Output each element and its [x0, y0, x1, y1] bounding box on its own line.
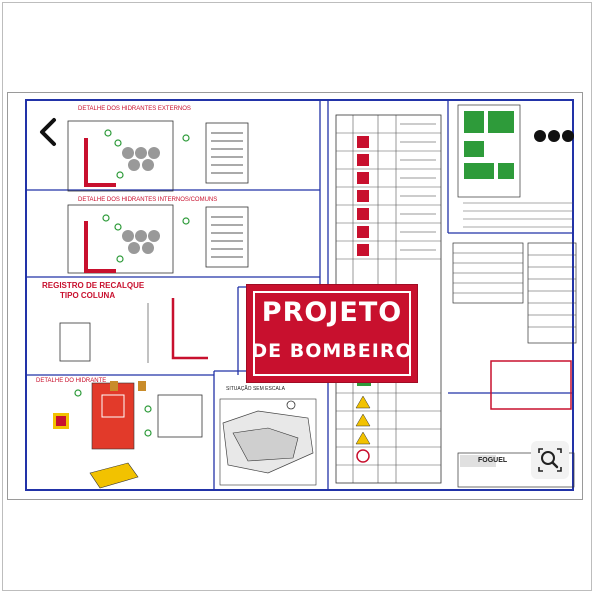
company-name: FOGUEL	[478, 457, 508, 464]
section-title-situation: SITUAÇÃO SEM ESCALA	[226, 386, 285, 392]
section-title-internal: DETALHE DOS HIDRANTES INTERNOS/COMUNS	[78, 197, 218, 203]
stamp-line-1: PROJETO	[261, 297, 403, 328]
section-title-external: DETALHE DOS HIDRANTES EXTERNOS	[78, 106, 191, 112]
section-subtitle-register: TIPO COLUNA	[60, 291, 116, 300]
drawing-border	[25, 99, 574, 491]
stamp-badge: PROJETO DE BOMBEIRO	[246, 284, 418, 383]
stamp-line-2: DE BOMBEIRO	[251, 340, 413, 362]
zoom-button[interactable]	[531, 441, 569, 479]
back-button[interactable]	[30, 112, 66, 152]
drawing-sheet: DETALHE DOS HIDRANTES EXTERNOS DETALHE D…	[7, 92, 583, 500]
chevron-left-icon	[40, 118, 56, 146]
stamp-border	[253, 291, 411, 376]
section-title-register: REGISTRO DE RECALQUE	[42, 281, 145, 290]
zoom-search-icon	[538, 448, 562, 472]
image-frame	[2, 2, 592, 591]
section-title-hydrant-detail: DETALHE DO HIDRANTE	[36, 378, 107, 384]
